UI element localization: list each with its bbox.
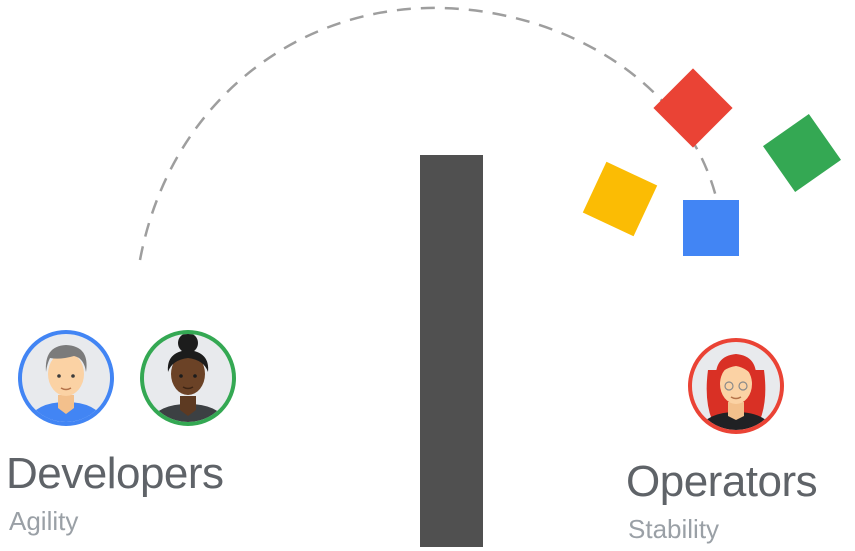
operators-title: Operators — [626, 457, 818, 506]
blue-ring — [18, 330, 114, 426]
developers-title: Developers — [6, 449, 224, 498]
operators-subtitle: Stability — [628, 514, 720, 544]
green-block — [763, 114, 841, 192]
red-ring — [688, 338, 784, 434]
developer-woman-avatar — [140, 330, 236, 426]
green-ring — [140, 330, 236, 426]
operator-woman-avatar — [688, 338, 784, 434]
developer-man-avatar — [18, 330, 114, 426]
yellow-block — [582, 161, 658, 237]
wall — [420, 155, 483, 547]
blue-block — [683, 200, 739, 256]
developers-subtitle: Agility — [9, 506, 79, 536]
red-block — [653, 68, 733, 148]
